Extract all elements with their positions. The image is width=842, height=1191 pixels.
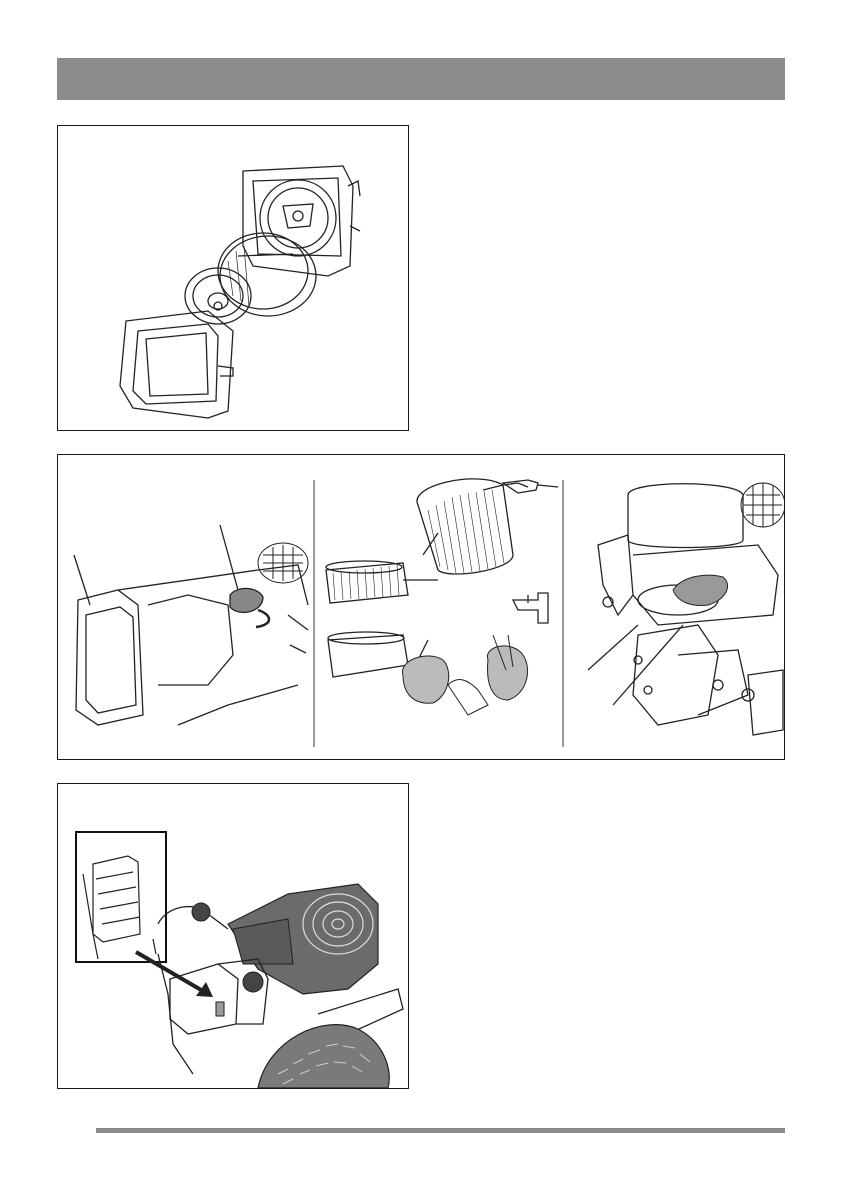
air-filter-cleaning-steps-icon (58, 455, 784, 759)
air-filter-assembly-icon (58, 126, 408, 430)
footer-rule (96, 1128, 785, 1133)
battery-location-illustration (57, 783, 409, 1089)
air-filter-exploded-illustration (57, 125, 409, 431)
air-filter-service-panel (57, 454, 785, 760)
section-header-bar (57, 58, 785, 100)
battery-inset-icon (58, 784, 408, 1088)
